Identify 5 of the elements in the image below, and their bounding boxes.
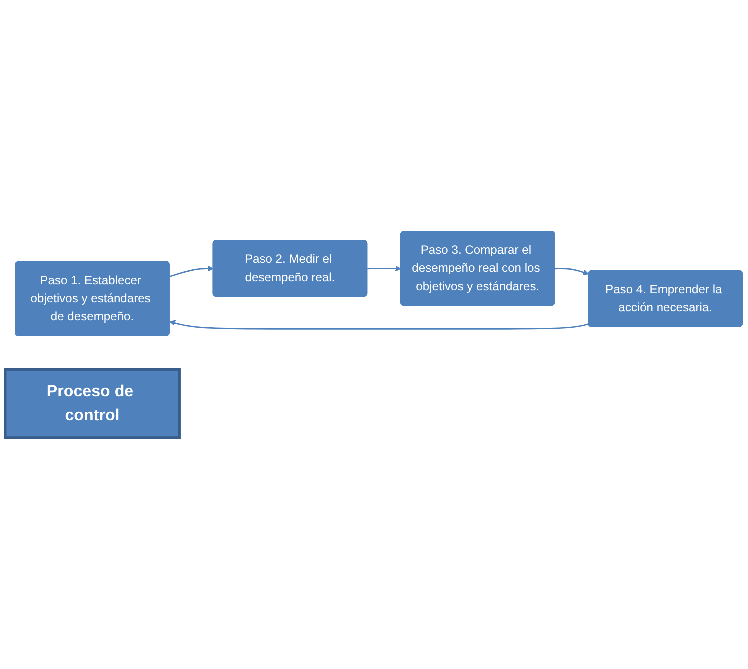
arrow bbox=[170, 320, 589, 330]
arrow bbox=[555, 268, 590, 276]
arrow bbox=[368, 266, 402, 272]
arrow bbox=[170, 266, 214, 278]
node-box: Proceso de control bbox=[4, 368, 181, 440]
